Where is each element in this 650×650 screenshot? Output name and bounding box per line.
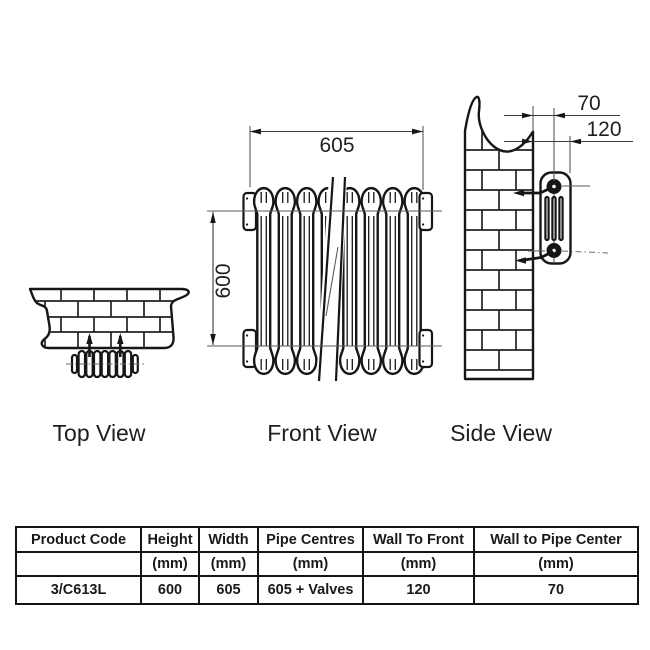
side-view-reference-lines (528, 185, 609, 254)
side-view-drawing: 70 120 (463, 92, 633, 381)
header-width: Width (198, 526, 259, 553)
front-view-drawing: 605 600 (207, 126, 442, 383)
spec-table-header-row: Product Code Height Width Pipe Centres W… (15, 526, 639, 553)
top-view-label: Top View (52, 420, 146, 446)
side-view-radiator-section (539, 171, 572, 265)
value-width: 605 (198, 575, 259, 605)
value-product-code: 3/C613L (15, 575, 142, 605)
front-right-bottom-tapping (418, 328, 434, 369)
top-view-bracket-pins (86, 333, 124, 357)
side-view-label: Side View (450, 420, 552, 446)
side-wall-to-front-dimension: 120 (586, 118, 621, 141)
top-view-drawing (28, 287, 190, 379)
spec-table-units-row: (mm) (mm) (mm) (mm) (mm) (15, 551, 639, 577)
front-view-label: Front View (267, 420, 377, 446)
value-wall-to-pipe-center: 70 (473, 575, 639, 605)
units-wall-to-front: (mm) (362, 551, 475, 577)
value-wall-to-front: 120 (362, 575, 475, 605)
header-wall-to-front: Wall To Front (362, 526, 475, 553)
header-product-code: Product Code (15, 526, 142, 553)
front-view-dimensions: 605 600 (207, 126, 442, 347)
side-view-brick-joints (465, 130, 533, 371)
spec-table-data-row: 3/C613L 600 605 605 + Valves 120 70 (15, 575, 639, 605)
units-product-code (15, 551, 142, 577)
header-pipe-centres: Pipe Centres (257, 526, 364, 553)
units-width: (mm) (198, 551, 259, 577)
units-pipe-centres: (mm) (257, 551, 364, 577)
spec-table: Product Code Height Width Pipe Centres W… (15, 526, 639, 605)
header-height: Height (140, 526, 200, 553)
front-height-dimension: 600 (212, 263, 235, 298)
value-pipe-centres: 605 + Valves (257, 575, 364, 605)
header-wall-to-pipe-center: Wall to Pipe Center (473, 526, 639, 553)
units-height: (mm) (140, 551, 200, 577)
side-view-dimensions: 70 120 (504, 92, 633, 181)
units-wall-to-pipe-center: (mm) (473, 551, 639, 577)
front-width-dimension: 605 (319, 134, 354, 157)
side-wall-to-pipe-dimension: 70 (577, 92, 600, 115)
value-height: 600 (140, 575, 200, 605)
side-view-wall-brackets (513, 186, 554, 264)
technical-drawing: 605 600 (28, 92, 633, 383)
top-view-wall (28, 287, 190, 350)
